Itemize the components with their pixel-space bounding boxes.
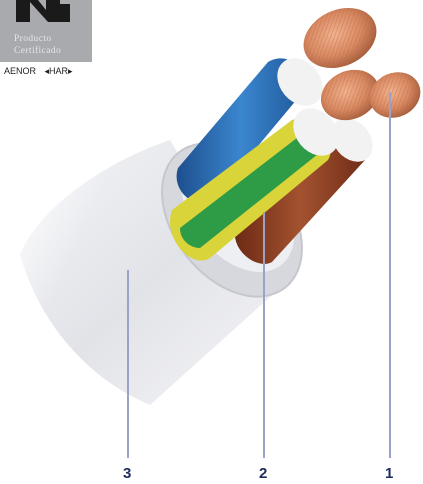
certification-badge: Producto Certificado bbox=[0, 0, 92, 62]
callout-number-1: 1 bbox=[385, 465, 393, 482]
certification-marks: AENOR ◂HAR▸ bbox=[4, 66, 73, 77]
badge-line-certificado: Certificado bbox=[14, 46, 61, 56]
callout-number-2: 2 bbox=[259, 465, 267, 482]
callout-number-3: 3 bbox=[123, 465, 131, 482]
aenor-mark: AENOR bbox=[4, 66, 36, 76]
har-mark: ◂HAR▸ bbox=[45, 66, 73, 77]
aenor-n-logo-icon bbox=[10, 0, 72, 26]
badge-line-producto: Producto bbox=[14, 34, 52, 44]
sheath-fade bbox=[0, 150, 120, 420]
copper-conductor-right bbox=[362, 64, 423, 126]
